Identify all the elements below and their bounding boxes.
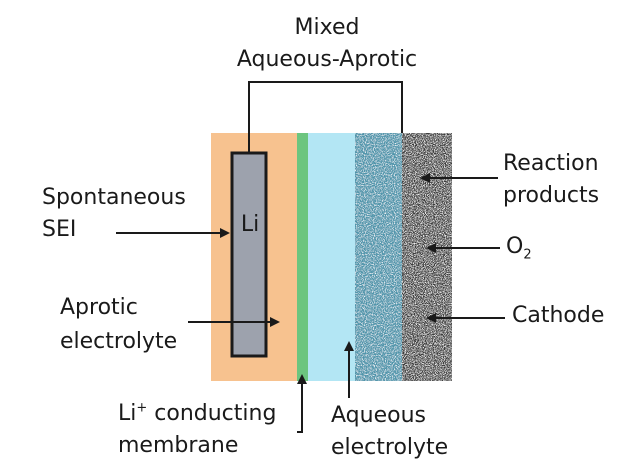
oxygen-label-base: O <box>506 234 524 259</box>
membrane-label-superscript: + <box>136 400 148 416</box>
aprotic-electrolyte-label-line-1: Aprotic <box>60 295 138 320</box>
mixed-layer <box>355 133 402 381</box>
reaction-products-label-line-2: products <box>503 183 600 208</box>
cathode-label: Cathode <box>512 303 605 328</box>
reaction-products-label-line-1: Reaction <box>503 151 599 176</box>
li-electrode <box>230 151 268 358</box>
li-electrode-label: Li <box>240 212 260 237</box>
aqueous-electrolyte-label-line-1: Aqueous <box>331 403 426 428</box>
arrow-membrane <box>297 374 307 433</box>
cathode-layer <box>402 133 452 381</box>
membrane-layer <box>297 133 308 381</box>
aqueous-electrolyte-label-line-2: electrolyte <box>331 435 449 460</box>
oxygen-label-subscript: 2 <box>523 247 532 263</box>
title-line-1: Mixed <box>294 15 360 40</box>
aprotic-electrolyte-label-line-2: electrolyte <box>60 329 178 354</box>
membrane-label-prefix: Li <box>118 401 137 426</box>
spontaneous-sei-label-line-1: Spontaneous <box>42 185 186 210</box>
title-line-2: Aqueous-Aprotic <box>236 47 418 72</box>
oxygen-label: O2 <box>506 233 532 261</box>
mixed-bracket-line <box>248 81 403 153</box>
membrane-label-line-2: membrane <box>118 433 239 458</box>
membrane-label-line-1: Li+ conducting <box>118 400 276 428</box>
aqueous-electrolyte-layer <box>308 133 355 381</box>
spontaneous-sei-label-line-2: SEI <box>42 217 77 242</box>
membrane-label-suffix: conducting <box>147 401 277 426</box>
